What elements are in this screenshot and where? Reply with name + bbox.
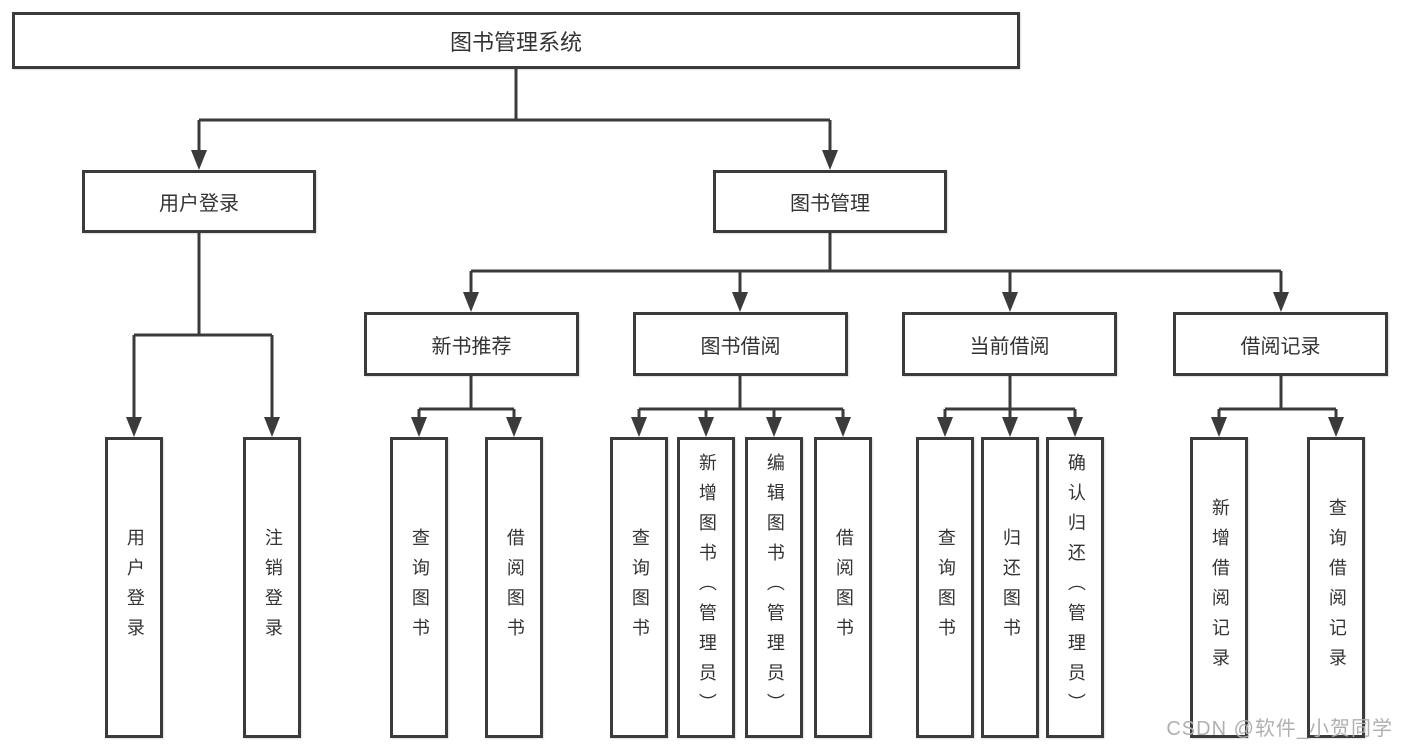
node-label: 新增图书（管理员） [696, 452, 717, 723]
node-label: 查询图书 [409, 527, 430, 648]
node-label: 新增借阅记录 [1209, 497, 1230, 678]
node-borrowing-records: 借阅记录 [1173, 312, 1388, 376]
leaf-edit-books-admin: 编辑图书（管理员） [745, 437, 803, 738]
leaf-query-books-recommend: 查询图书 [390, 437, 448, 738]
node-label: 当前借阅 [969, 335, 1050, 358]
leaf-user-login: 用户登录 [105, 437, 163, 738]
leaf-query-borrow-record: 查询借阅记录 [1307, 437, 1365, 738]
leaf-query-books-borrow: 查询图书 [610, 437, 668, 738]
node-new-book-recommend: 新书推荐 [364, 312, 579, 376]
leaf-query-books-current: 查询图书 [916, 437, 974, 738]
node-label: 注销登录 [262, 527, 283, 648]
leaf-add-books-admin: 新增图书（管理员） [677, 437, 735, 738]
leaf-borrow-books-recommend: 借阅图书 [485, 437, 543, 738]
node-label: 借阅记录 [1240, 335, 1321, 358]
node-book-borrowing: 图书借阅 [633, 312, 848, 376]
node-label: 借阅图书 [504, 527, 525, 648]
node-label: 图书借阅 [700, 335, 781, 358]
node-book-management: 图书管理 [713, 170, 947, 233]
node-label: 新书推荐 [431, 335, 512, 358]
node-label: 借阅图书 [833, 527, 854, 648]
leaf-return-books: 归还图书 [981, 437, 1039, 738]
node-label: 图书管理 [790, 193, 870, 215]
node-label: 查询借阅记录 [1326, 497, 1347, 678]
node-label: 查询图书 [935, 527, 956, 648]
leaf-confirm-return-admin: 确认归还（管理员） [1046, 437, 1104, 738]
node-label: 用户登录 [159, 193, 239, 215]
node-current-borrowing: 当前借阅 [902, 312, 1117, 376]
node-label: 编辑图书（管理员） [764, 452, 785, 723]
csdn-watermark: CSDN @软件_小贺同学 [1166, 718, 1393, 740]
leaf-logout: 注销登录 [243, 437, 301, 738]
node-user-login: 用户登录 [82, 170, 316, 233]
leaf-add-borrow-record: 新增借阅记录 [1190, 437, 1248, 738]
node-label: 归还图书 [1000, 527, 1021, 648]
node-library-management-system: 图书管理系统 [12, 12, 1020, 69]
node-label: 用户登录 [124, 527, 145, 648]
node-label: 图书管理系统 [449, 29, 582, 55]
node-label: 确认归还（管理员） [1065, 452, 1086, 723]
node-label: 查询图书 [629, 527, 650, 648]
leaf-borrow-books: 借阅图书 [814, 437, 872, 738]
